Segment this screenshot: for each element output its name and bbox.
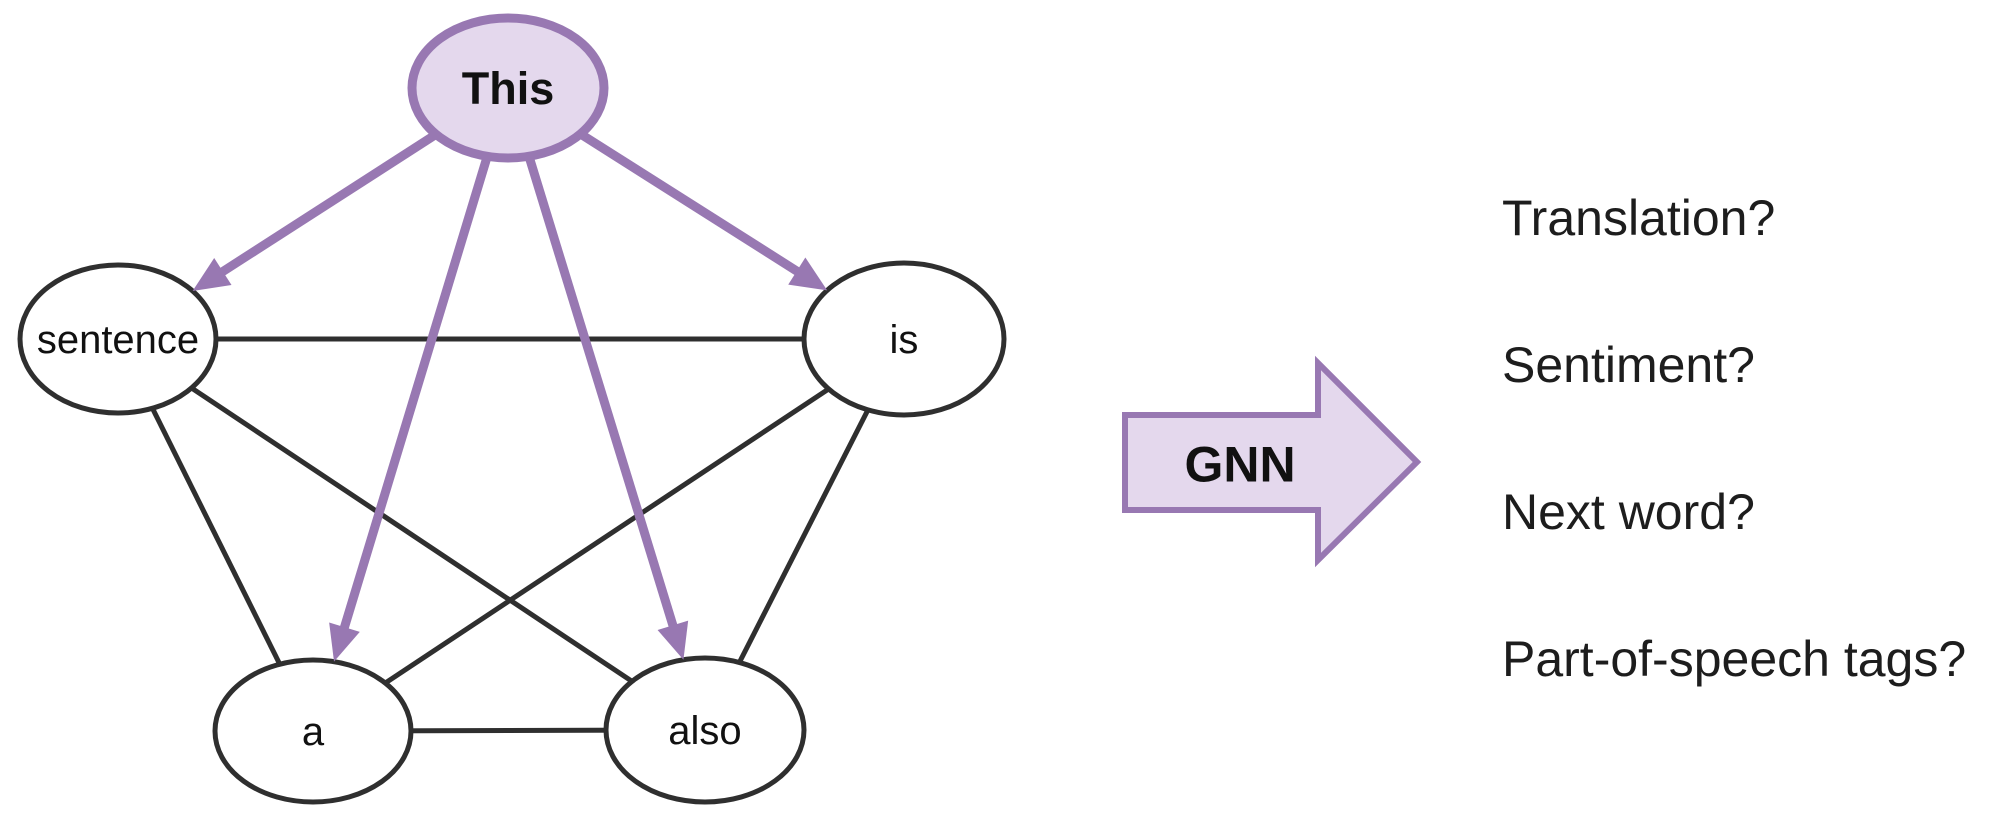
graph-node-a — [212, 657, 414, 805]
arrowhead-this-a — [329, 622, 360, 662]
arrowhead-this-also — [657, 620, 689, 660]
directed-edge-this-a — [338, 86, 513, 635]
task-translation: Translation? — [1502, 190, 1776, 246]
edge-is-a — [311, 336, 906, 734]
gnn-arrow-label: GNN — [1184, 437, 1295, 493]
graph-node-label-also: also — [668, 709, 741, 753]
graph-node-label-is: is — [890, 318, 919, 362]
arrowhead-this-is — [788, 257, 828, 291]
task-sentiment: Sentiment? — [1502, 337, 1755, 393]
graph-node-label-a: a — [302, 710, 325, 754]
gnn-block-arrow — [1122, 355, 1422, 568]
arrowhead-this-sentence — [192, 258, 232, 291]
graph-node-is — [801, 260, 1007, 418]
graph-node-also — [603, 655, 807, 805]
directed-edge-this-also — [503, 86, 679, 633]
graph-node-label-sentence: sentence — [37, 318, 199, 362]
graph-node-label-this: This — [462, 63, 555, 114]
graph-node-sentence — [17, 262, 219, 416]
task-next-word: Next word? — [1502, 484, 1755, 540]
graph-node-this — [407, 13, 609, 163]
task-pos-tags: Part-of-speech tags? — [1502, 631, 1967, 687]
edge-sentence-also — [116, 336, 707, 733]
